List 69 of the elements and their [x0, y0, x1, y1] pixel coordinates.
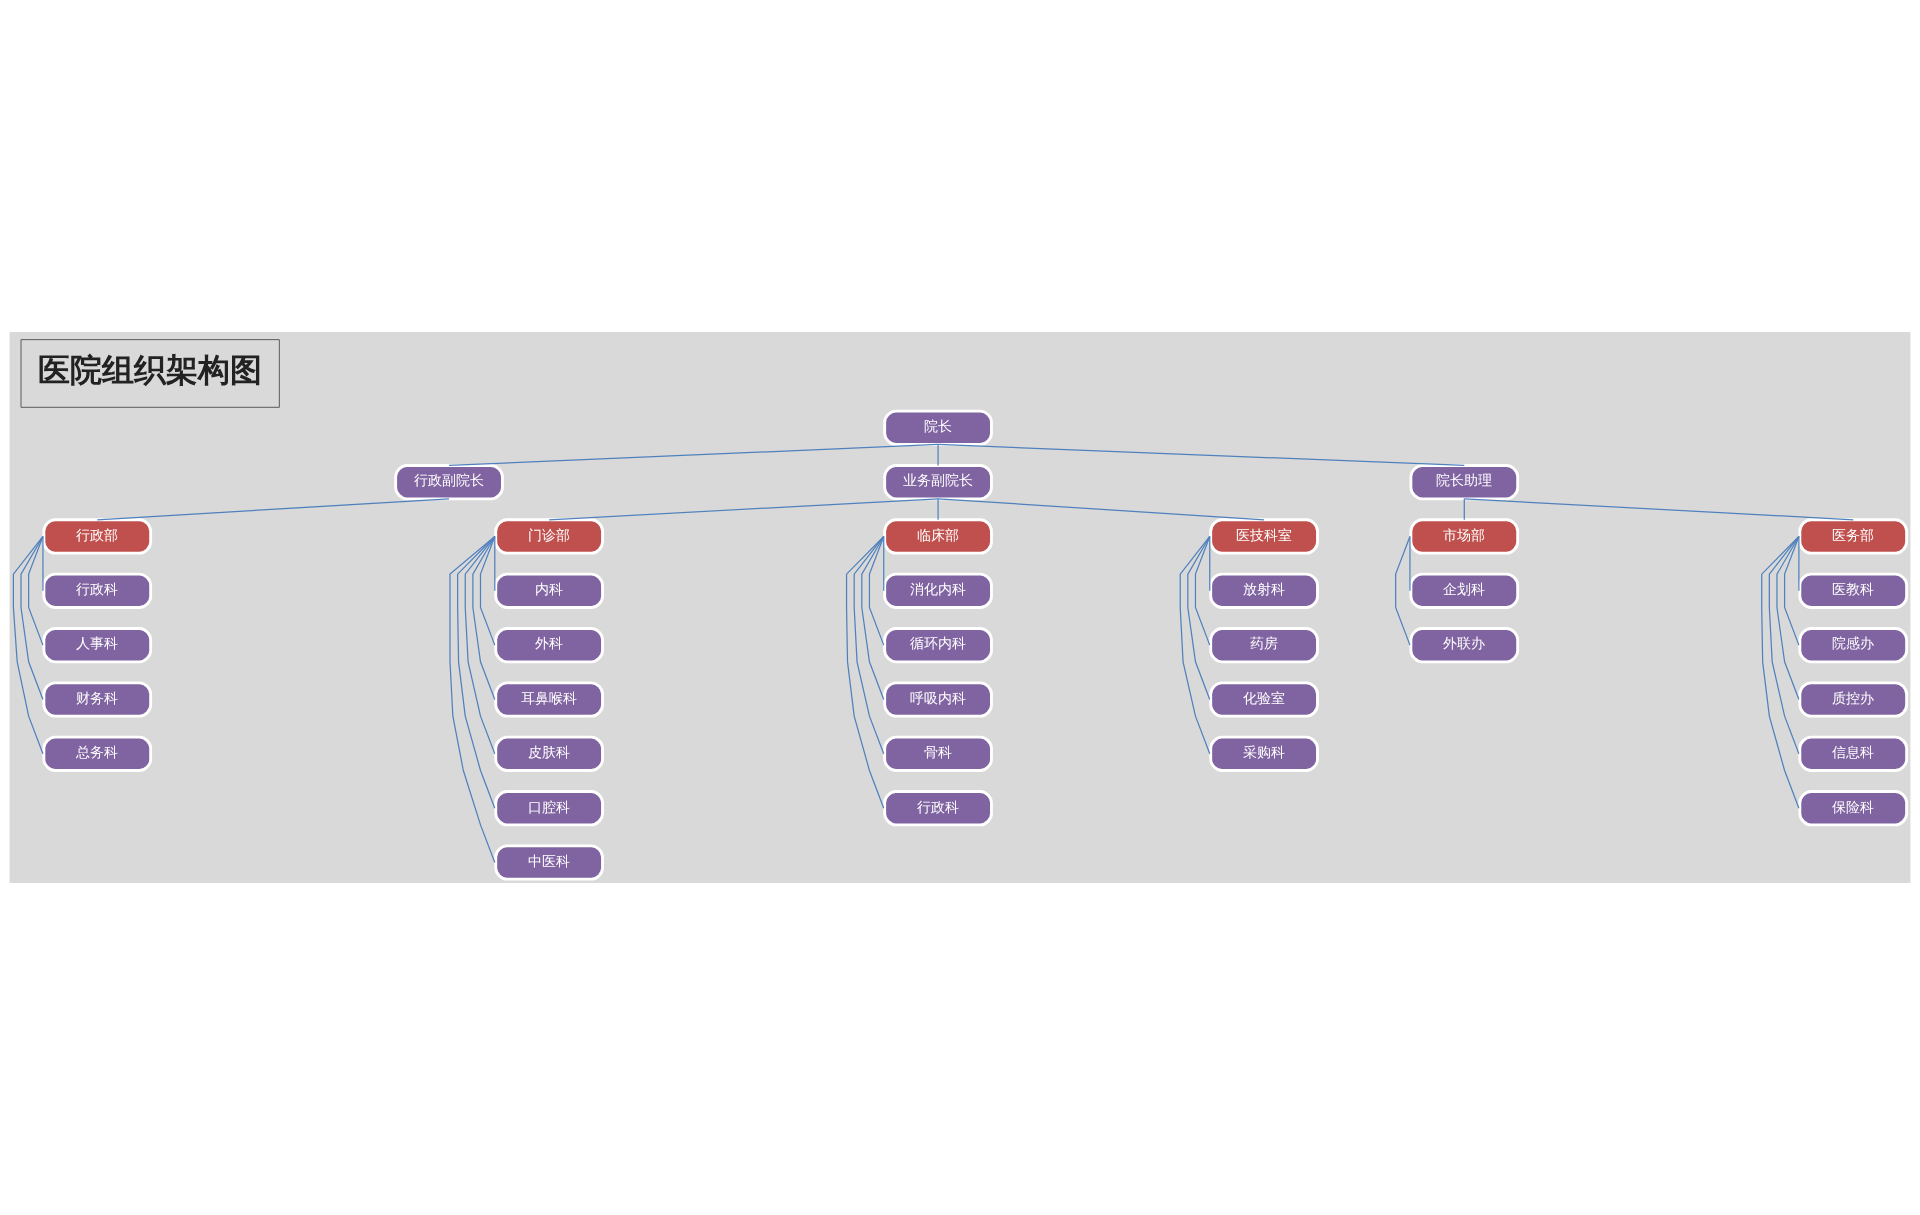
node-box: 院感办	[1798, 627, 1909, 664]
connector	[1768, 535, 1800, 755]
node-box: 企划科	[1409, 572, 1520, 609]
connector	[42, 535, 44, 592]
node-box: 医务部	[1798, 518, 1909, 555]
connector	[464, 535, 496, 755]
node-box: 业务副院长	[883, 464, 993, 501]
connector	[548, 498, 939, 521]
node-box: 口腔科	[494, 790, 604, 827]
connector	[457, 535, 496, 809]
connector	[937, 498, 939, 521]
node-box: 中医科	[494, 844, 604, 881]
node-box: 院长助理	[1409, 464, 1520, 501]
node-box: 耳鼻喉科	[494, 681, 604, 718]
node-box: 门诊部	[494, 518, 604, 555]
node-box: 外联办	[1409, 627, 1520, 664]
connector	[12, 535, 44, 755]
connector	[472, 535, 496, 701]
connector	[448, 443, 939, 467]
node-box: 行政部	[42, 518, 153, 555]
node-box: 化验室	[1209, 681, 1319, 718]
node-box: 采购科	[1209, 735, 1319, 772]
connector	[1194, 535, 1211, 646]
connector	[96, 498, 450, 521]
node-box: 内科	[494, 572, 604, 609]
node-box: 行政副院长	[394, 464, 504, 501]
connector	[28, 535, 44, 646]
node-box: 循环内科	[883, 627, 993, 664]
node-box: 临床部	[883, 518, 993, 555]
connector	[853, 535, 885, 755]
connector	[937, 443, 939, 467]
connector	[1783, 535, 1800, 646]
node-box: 放射科	[1209, 572, 1319, 609]
node-box: 呼吸内科	[883, 681, 993, 718]
node-box: 财务科	[42, 681, 153, 718]
connector	[937, 498, 1265, 521]
connector	[20, 535, 44, 701]
diagram-title: 医院组织架构图	[37, 352, 262, 389]
node-box: 药房	[1209, 627, 1319, 664]
connector	[861, 535, 885, 701]
connector	[1463, 498, 1465, 521]
node-box: 人事科	[42, 627, 153, 664]
connector	[1187, 535, 1211, 701]
connector	[1395, 535, 1411, 646]
node-box: 骨科	[883, 735, 993, 772]
node-box: 皮肤科	[494, 735, 604, 772]
connector	[868, 535, 885, 646]
connector	[449, 535, 496, 864]
node-box: 行政科	[42, 572, 153, 609]
node-box: 院长	[883, 409, 993, 446]
connector	[1463, 498, 1854, 521]
node-box: 质控办	[1798, 681, 1909, 718]
connector	[1798, 535, 1800, 592]
node-box: 保险科	[1798, 790, 1909, 827]
connector	[1179, 535, 1211, 755]
node-box: 信息科	[1798, 735, 1909, 772]
connector	[845, 535, 885, 809]
connector	[1776, 535, 1800, 701]
node-box: 市场部	[1409, 518, 1520, 555]
connector	[1409, 535, 1411, 592]
node-box: 医技科室	[1209, 518, 1319, 555]
node-box: 外科	[494, 627, 604, 664]
node-box: 消化内科	[883, 572, 993, 609]
node-box: 医教科	[1798, 572, 1909, 609]
connector	[1761, 535, 1800, 809]
connector	[937, 443, 1465, 467]
node-box: 行政科	[883, 790, 993, 827]
node-box: 总务科	[42, 735, 153, 772]
connector	[479, 535, 496, 646]
